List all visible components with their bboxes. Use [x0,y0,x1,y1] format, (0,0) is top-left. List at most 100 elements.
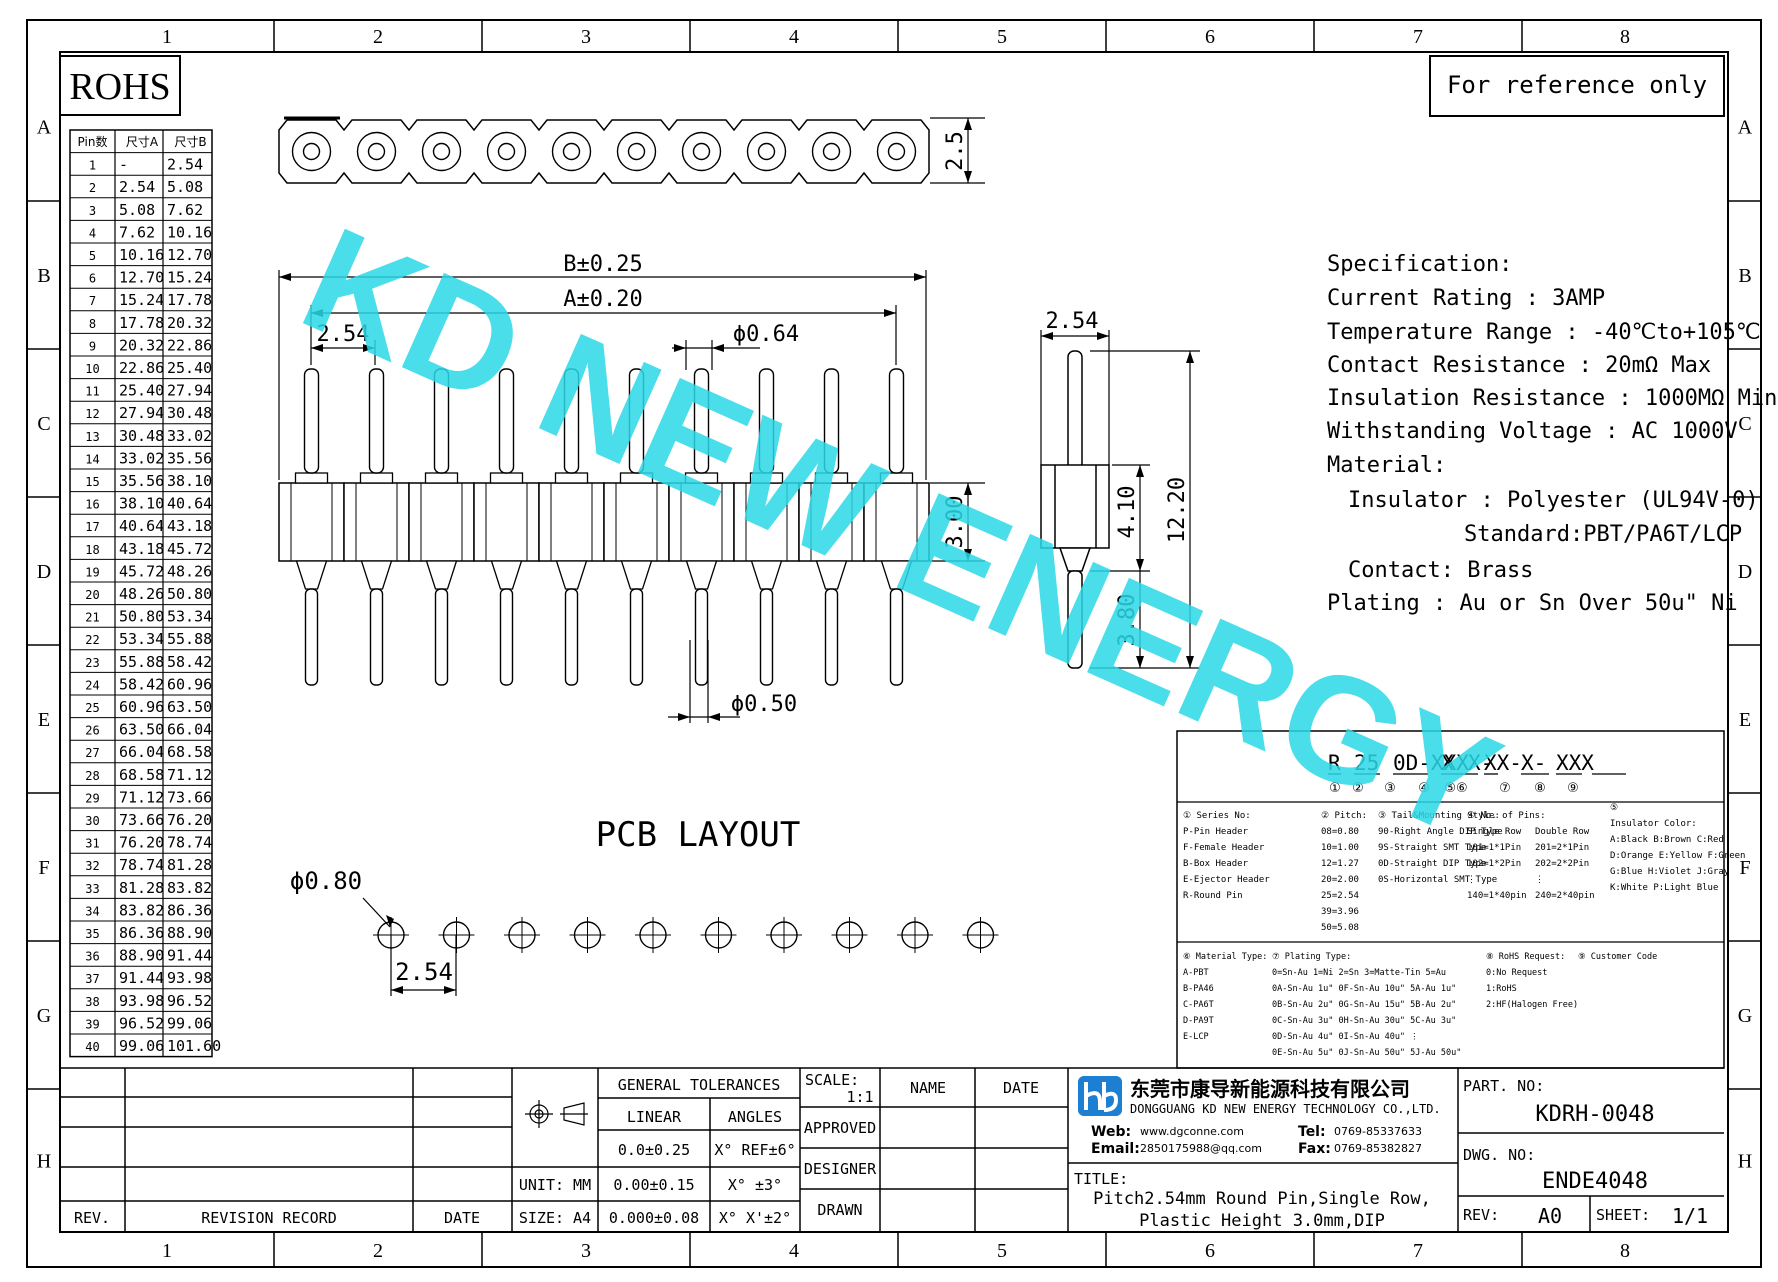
pin-table-cell: 2.54 [167,156,203,174]
row-label: F [1739,857,1750,879]
linear-header: LINEAR [627,1108,682,1126]
part-code-marker: ⑧ [1534,781,1546,796]
pin-table-cell: 7.62 [119,223,155,241]
pin-table-cell: 15.24 [167,269,212,287]
email-label: Email: [1091,1141,1140,1157]
rev-header: REV. [74,1209,110,1227]
part-no-value: KDRH-0048 [1535,1102,1654,1127]
pin-table-cell: 20.32 [119,336,164,354]
pin-table-cell: 68.58 [119,766,164,784]
pin-table-cell: 23 [85,656,99,670]
top-pin-socket [746,131,787,172]
fax-label: Fax: [1298,1141,1331,1157]
part-code-legend-line: 0D-Straight DIP Type [1378,859,1486,869]
pin-table-cell: 91.44 [119,969,164,987]
part-code-legend-line: 0D-Sn-Au 4u" 0I-Sn-Au 40u" ⋮ [1272,1032,1419,1042]
approved-label: APPROVED [804,1119,876,1137]
row-label: G [37,1005,51,1027]
part-code-marker: ① [1329,781,1341,796]
part-code-legend-line: ⑥ Material Type: [1183,952,1267,962]
front-pin-housing [538,482,605,562]
title-label: TITLE: [1074,1170,1128,1188]
revision-date-header: DATE [444,1209,480,1227]
row-label: D [1738,561,1752,583]
spec-insulator: Insulator : Polyester (UL94V-0) [1348,488,1759,513]
pcb-pitch-label: 2.54 [395,958,453,986]
pin-table-cell: 10.16 [167,223,212,241]
top-pin-socket [356,131,397,172]
pin-table-cell: 71.12 [167,766,212,784]
body-height-label: 3.00 [943,496,968,549]
front-pin-housing [798,482,865,562]
column-label: 2 [373,1240,383,1262]
part-no-label: PART. NO: [1463,1077,1544,1095]
revision-record-header: REVISION RECORD [201,1209,336,1227]
pin-table-cell: 25.40 [119,382,164,400]
designer-label: DESIGNER [804,1160,877,1178]
pin-table-cell: 12.70 [167,246,212,264]
tolerance-angle-1: X° REF±6° [714,1141,795,1159]
pin-table-cell: 60.96 [167,675,212,693]
title-line-1: Pitch2.54mm Round Pin,Single Row, [1093,1189,1431,1209]
part-code-legend-line: A:Black B:Brown C:Red [1610,835,1724,845]
column-label: 4 [789,26,799,48]
top-view [278,116,930,184]
part-code-legend-line: 20=2.00 [1321,875,1359,885]
pin-table-cell: 58.42 [167,653,212,671]
column-label: 8 [1620,1240,1630,1262]
top-pin-socket [811,131,852,172]
pin-table-cell: 24 [85,678,99,692]
general-tolerances-header: GENERAL TOLERANCES [618,1076,781,1094]
part-code-legend-line: C-PA6T [1183,1000,1214,1010]
pin-table-cell: 88.90 [167,924,212,942]
row-label: E [1739,709,1751,731]
row-label: A [37,117,52,139]
dwg-no-value: ENDE4048 [1542,1169,1648,1194]
rev-value: A0 [1538,1204,1562,1228]
row-label: D [37,561,51,583]
part-code-legend-line: 10=1.00 [1321,843,1359,853]
company-name-cn: 东莞市康导新能源科技有限公司 [1130,1077,1410,1101]
title-line-2: Plastic Height 3.0mm,DIP [1139,1211,1385,1231]
part-code-legend-line: D:Orange E:Yellow F:Green [1610,851,1745,861]
tolerance-angle-3: X° X'±2° [719,1209,791,1227]
pin-table-cell: 3 [89,204,96,218]
pin-table-cell: 88.90 [119,947,164,965]
pin-table-cell: 27.94 [167,382,212,400]
spec-line-insulation: Insulation Resistance : 1000MΩ Min [1327,386,1777,411]
part-code-legend-line: 1:RoHS [1486,984,1517,994]
front-pin-tail [629,588,644,686]
drawn-label: DRAWN [817,1201,862,1219]
tolerance-linear-1: 0.0±0.25 [618,1141,690,1159]
pin-table-cell: 33.02 [119,449,164,467]
pin-table-cell: 86.36 [119,924,164,942]
frame [26,19,1762,1268]
pin-table-cell: 91.44 [167,947,212,965]
top-pin-socket [421,131,462,172]
title-block-text: REV. REVISION RECORD DATE GENERAL TOLERA… [74,1071,1708,1231]
part-code-legend-line: 2:HF(Halogen Free) [1486,1000,1578,1010]
part-code-legend-line: ⑧ RoHS Request: [1486,952,1565,962]
front-view [278,368,930,686]
pin-table-cell: 40.64 [119,517,164,535]
pin-table-cell: 45.72 [167,540,212,558]
part-code-marker: ⑨ [1567,781,1579,796]
front-pin-tail [824,588,839,686]
top-pin-socket [291,131,332,172]
spec-line-current: Current Rating : 3AMP [1327,286,1605,311]
column-label: 7 [1413,26,1423,48]
part-code-legend-line: D-PA9T [1183,1016,1214,1026]
front-pin-top [433,368,450,474]
pin-table-cell: 66.04 [119,743,164,761]
top-pin-socket [681,131,722,172]
front-pin-top [303,368,320,474]
pin-table-cell: 27.94 [119,404,164,422]
pin-table-cell: 6 [89,272,96,286]
pin-table-cell: 10.16 [119,246,164,264]
part-code-legend-line: 0=Sn-Au 1=Ni 2=Sn 3=Matte-Tin 5=Au [1272,968,1446,978]
pin-table-cell: 2.54 [119,178,155,196]
pin-table-cell: 73.66 [119,811,164,829]
part-code-legend-line: 102=1*2Pin [1467,859,1521,869]
